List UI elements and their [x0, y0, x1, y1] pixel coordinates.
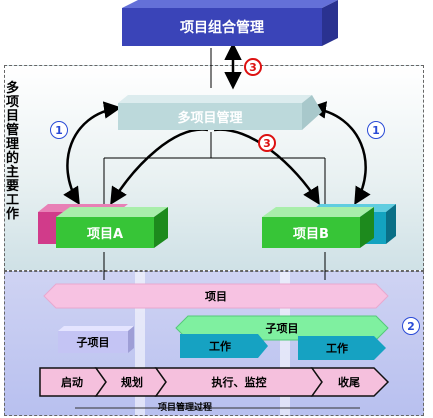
- marker-one-left: 1: [50, 121, 68, 139]
- marker-one-right: 1: [367, 121, 385, 139]
- project-bar: 项目: [205, 290, 227, 303]
- phase-start: 启动: [61, 376, 83, 389]
- multi-project-management-box: 多项目管理: [177, 111, 243, 126]
- subproject-right: 子项目: [265, 322, 299, 335]
- marker-two: 2: [402, 317, 420, 335]
- portfolio-management-box: 项目组合管理: [180, 20, 264, 36]
- subproject-left: 子项目: [76, 336, 110, 349]
- phase-execute-monitor: 执行、监控: [211, 376, 267, 389]
- phase-close: 收尾: [338, 376, 360, 389]
- project-b-box: 项目B: [293, 227, 329, 242]
- phase-close-shape: [310, 367, 390, 397]
- work-left: 工作: [209, 340, 231, 353]
- side-label: 多项目管理的主要工作: [6, 81, 20, 222]
- marker-three-top: 3: [244, 58, 262, 76]
- phase-plan: 规划: [121, 376, 143, 389]
- process-label: 项目管理过程: [157, 402, 212, 413]
- project-a-box: 项目A: [86, 227, 124, 242]
- marker-three-mid: 3: [258, 134, 276, 152]
- work-right: 工作: [326, 342, 348, 355]
